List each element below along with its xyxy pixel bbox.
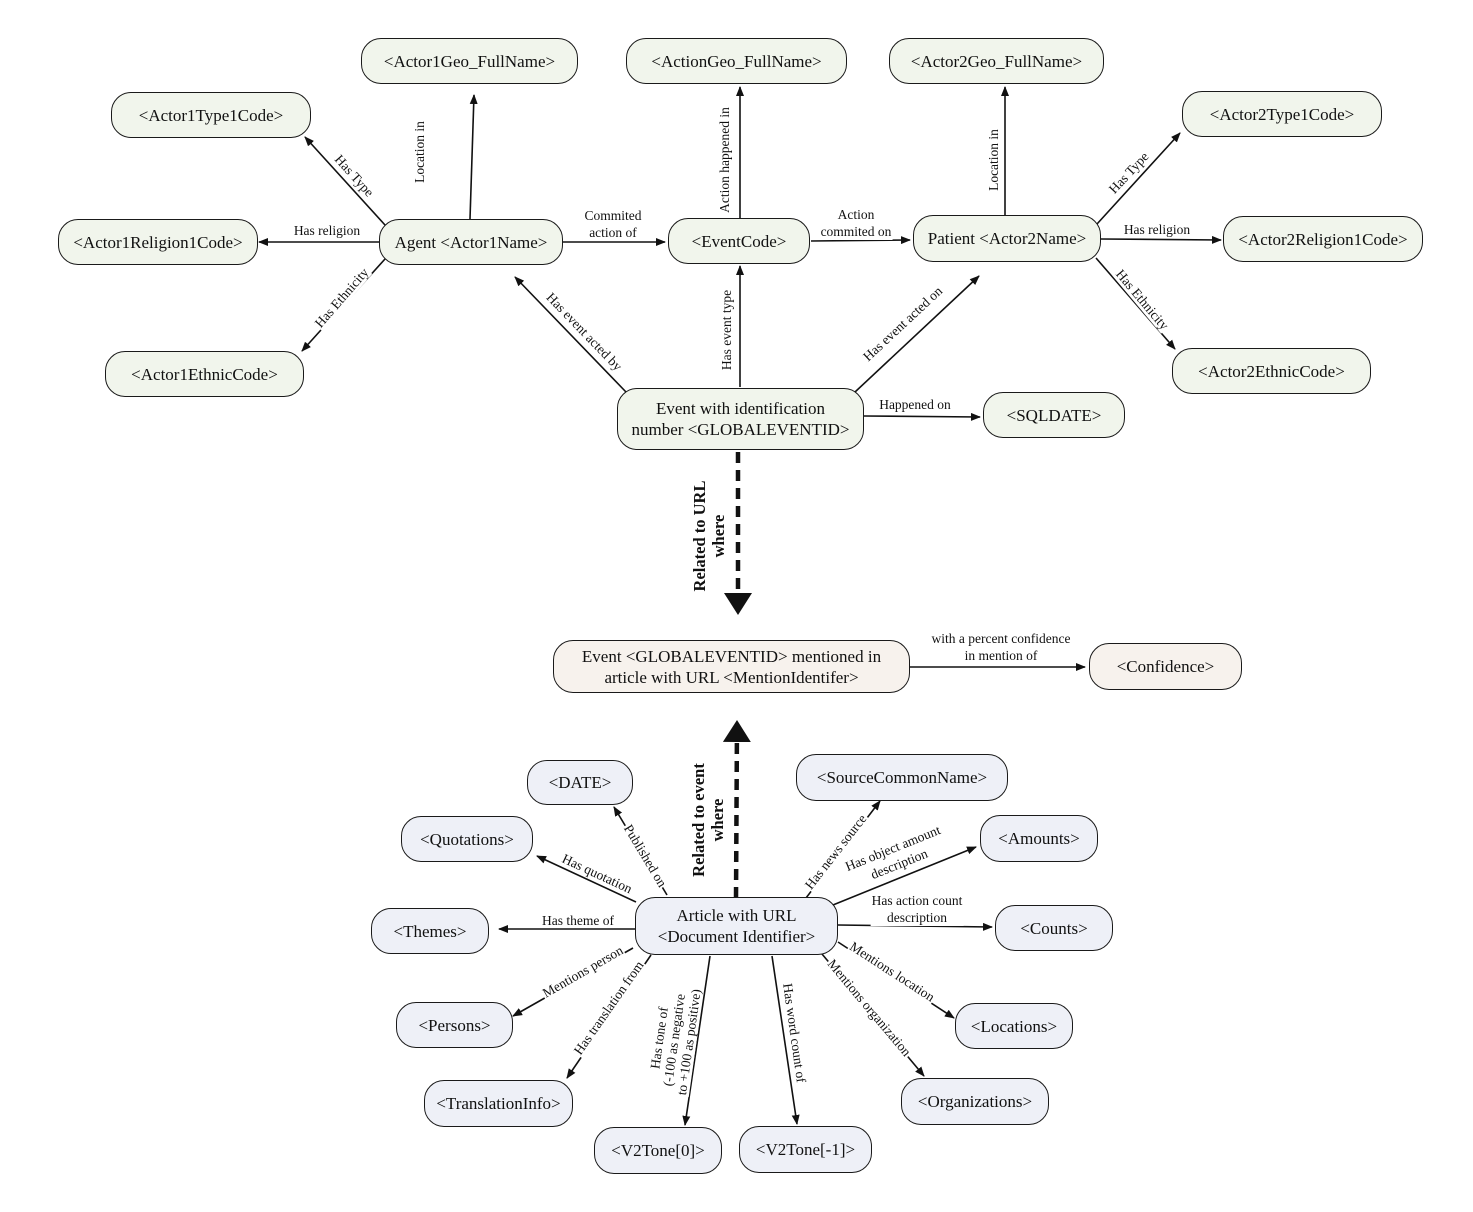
label-has-event-type: Has event type [719,288,734,372]
node-actiongeo: <ActionGeo_FullName> [626,38,847,84]
label-action-happened-in: Action happened in [717,106,732,214]
node-actor1geo: <Actor1Geo_FullName> [361,38,578,84]
node-confidence: <Confidence> [1089,643,1242,690]
label-action-commited-on: Action commited on [819,206,893,240]
edge-event-sqldate [863,412,981,421]
node-translationinfo: <TranslationInfo> [424,1080,573,1127]
node-amounts: <Amounts> [980,815,1098,862]
node-article: Article with URL <Document Identifier> [635,897,838,955]
edge-agent-actor1type [304,136,386,226]
label-has-action-count: Has action count description [870,892,964,926]
edge-eventcode-patient [810,236,911,245]
label-happened-on: Happened on [878,397,952,412]
node-event: Event with identification number <GLOBAL… [617,388,864,450]
node-actor1ethnic: <Actor1EthnicCode> [105,351,304,397]
node-organizations: <Organizations> [901,1078,1049,1125]
label-has-theme-of: Has theme of [541,913,615,928]
node-actor2geo: <Actor2Geo_FullName> [889,38,1104,84]
edge-event-patient [854,275,980,393]
node-sourcecommonname: <SourceCommonName> [796,754,1008,801]
edge-agent-actor1geo [469,94,478,220]
edge-article-v2tone1 [771,955,800,1125]
node-sqldate: <SQLDATE> [983,392,1125,438]
node-locations: <Locations> [955,1003,1073,1049]
node-themes: <Themes> [371,908,489,954]
label-location-in-1: Location in [412,120,427,184]
label-commited-action-of: Commited action of [583,207,643,241]
node-v2tone0: <V2Tone[0]> [594,1127,722,1174]
edge-event-agent [514,276,627,393]
node-persons: <Persons> [396,1002,513,1048]
edge-article-counts [837,922,993,931]
node-actor1type: <Actor1Type1Code> [111,92,311,138]
label-has-religion-2: Has religion [1122,222,1192,237]
node-actor1religion: <Actor1Religion1Code> [58,219,258,265]
node-agent: Agent <Actor1Name> [379,219,563,265]
edge-article-quotations [536,855,637,903]
node-counts: <Counts> [995,905,1113,951]
edge-article-amounts [827,846,977,908]
node-date: <DATE> [527,760,633,805]
node-actor2ethnic: <Actor2EthnicCode> [1172,348,1371,394]
edge-article-v2tone0 [682,955,711,1126]
label-location-in-2: Location in [986,128,1001,192]
label-percent-confidence: with a percent confidence in mention of [930,630,1072,664]
node-patient: Patient <Actor2Name> [913,215,1101,262]
node-actor2type: <Actor2Type1Code> [1182,91,1382,137]
node-quotations: <Quotations> [401,816,533,862]
label-related-to-url: Related to URL where [690,480,728,592]
node-mention: Event <GLOBALEVENTID> mentioned in artic… [553,640,910,693]
node-v2tone1: <V2Tone[-1]> [739,1126,872,1173]
node-actor2religion: <Actor2Religion1Code> [1223,216,1423,262]
dashed-edge-article-mention [722,720,751,899]
node-eventcode: <EventCode> [668,218,810,264]
edge-patient-actor2type [1096,132,1181,225]
edge-patient-actor2religion [1100,235,1222,244]
label-has-religion-1: Has religion [292,223,362,238]
label-related-to-event: Related to event where [689,763,727,877]
